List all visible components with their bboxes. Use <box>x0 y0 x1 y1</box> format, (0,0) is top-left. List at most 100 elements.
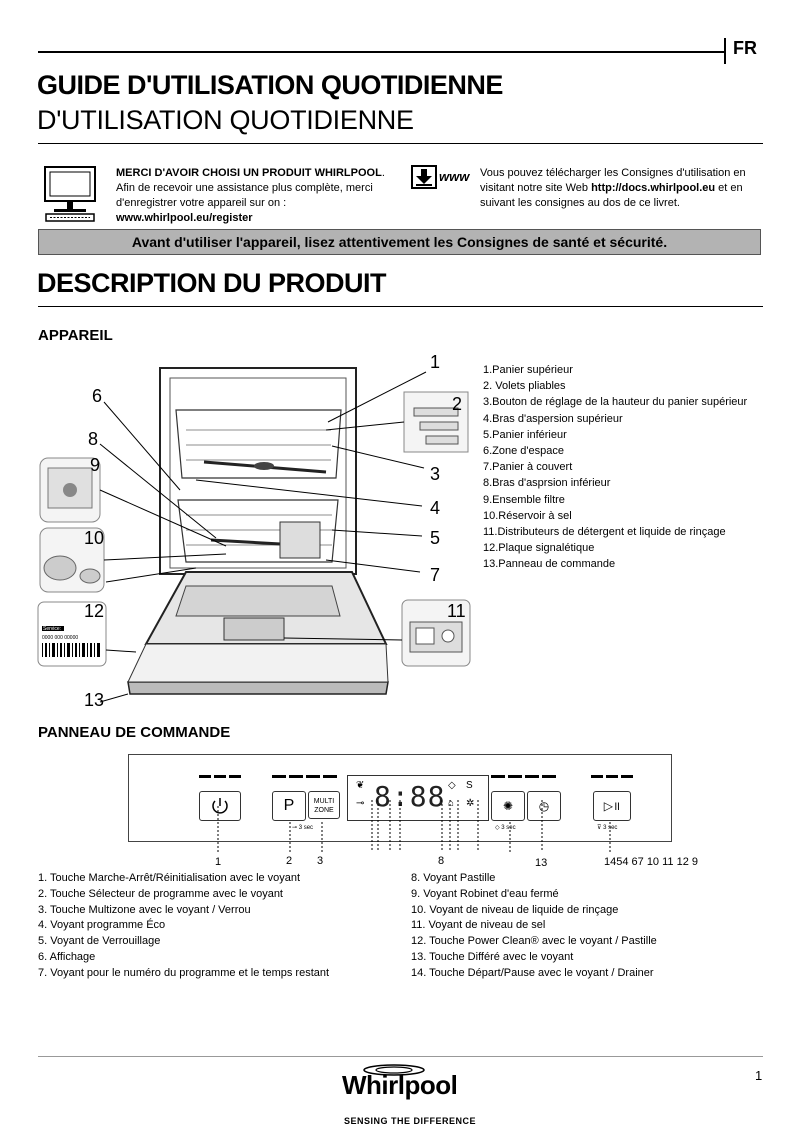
power-clean-icon: ✺ <box>502 799 514 813</box>
list-item: 2. Volets pliables <box>483 380 566 393</box>
indicator-bar <box>591 775 633 778</box>
brand-tagline: SENSING THE DIFFERENCE <box>344 1116 477 1126</box>
list-item: 6. Affichage <box>38 950 96 963</box>
panel-numbers-right: 1454 67 10 11 12 9 <box>604 856 698 868</box>
power-icon <box>212 798 228 814</box>
callout-3: 3 <box>430 464 441 484</box>
register-link[interactable]: www.whirlpool.eu/register <box>116 212 253 224</box>
list-item: 11. Voyant de niveau de sel <box>411 919 546 932</box>
callout-11: 11 <box>447 601 466 621</box>
dishwasher-illustration: Service: 0000 000 00000 <box>37 367 471 703</box>
list-item: 10. Voyant de niveau de liquide de rinça… <box>411 903 619 916</box>
list-item: 9. Voyant Robinet d'eau fermé <box>411 887 559 900</box>
list-item: 3. Touche Multizone avec le voyant / Ver… <box>38 903 251 916</box>
page-title: GUIDE D'UTILISATION QUOTIDIENNE <box>37 70 503 100</box>
program-p-icon: P <box>283 797 295 814</box>
program-button[interactable]: P <box>272 791 306 821</box>
docs-link[interactable]: http://docs.whirlpool.eu <box>591 182 716 194</box>
list-item: 5.Panier inférieur <box>483 428 567 441</box>
callout-8: 8 <box>88 429 99 449</box>
svg-text:0000 000 00000: 0000 000 00000 <box>42 635 78 641</box>
brand-logo: Whirlpool <box>342 1070 458 1100</box>
rinse-aid-icon: ✲ <box>466 798 475 809</box>
water-tap-icon: ⌂ <box>448 798 455 809</box>
whirlpool-swirl-logo <box>363 1064 425 1076</box>
list-item: 12.Plaque signalétique <box>483 542 595 555</box>
list-item: 9.Ensemble filtre <box>483 493 565 506</box>
key-icon: ⊸ <box>292 825 298 831</box>
list-item: 6.Zone d'espace <box>483 445 564 458</box>
footer-rule <box>38 1056 763 1057</box>
lock-icon: ⊸ <box>356 798 365 809</box>
list-item: 7.Panier à couvert <box>483 461 573 474</box>
list-item: 5. Voyant de Verrouillage <box>38 935 161 948</box>
panel-number-3: 3 <box>317 855 324 867</box>
list-item: 8. Voyant Pastille <box>411 872 496 884</box>
product-rule <box>38 306 763 307</box>
callout-13: 13 <box>84 690 105 710</box>
tablet-small-icon: ◇ <box>495 825 500 831</box>
list-item: 11.Distributeurs de détergent et liquide… <box>483 526 726 539</box>
parts-list: 1.Panier supérieur 2. Volets pliables 3.… <box>483 362 783 573</box>
title-rule <box>38 143 763 144</box>
list-item: 10.Réservoir à sel <box>483 509 572 522</box>
safety-banner-text: Avant d'utiliser l'appareil, lisez atten… <box>131 234 668 250</box>
multizone-button[interactable]: MULTI ZONE <box>308 791 340 819</box>
display-digits: 8:88 <box>374 780 446 813</box>
salt-icon: S <box>466 780 473 791</box>
top-rule <box>38 51 724 53</box>
lang-divider <box>724 38 726 64</box>
eco-icon: ❦ <box>356 780 365 791</box>
delay-button[interactable]: ◷ <box>527 791 561 821</box>
list-item: 4.Bras d'aspersion supérieur <box>483 412 623 425</box>
language-code: FR <box>733 38 757 58</box>
download-icon: www <box>410 164 472 190</box>
indicator-bar <box>272 775 340 778</box>
panel-number-8: 8 <box>438 855 445 867</box>
list-item: 2. Touche Sélecteur de programme avec le… <box>38 887 283 900</box>
list-item: 8.Bras d'asprsion inférieur <box>483 477 611 490</box>
computer-icon <box>44 166 96 222</box>
callout-5: 5 <box>430 528 441 548</box>
svg-text:Service:: Service: <box>43 626 61 632</box>
play-pause-icon: ▷॥ <box>603 799 621 813</box>
intro-line-2: d'enregistrer votre appareil sur on : <box>116 197 287 209</box>
drain-icon: ⊽ <box>597 825 602 831</box>
display: ❦ ⊸ 8:88 ◇ S ⌂ ✲ <box>347 775 489 821</box>
list-item: 1.Panier supérieur <box>483 364 573 376</box>
page-number: 1 <box>755 1068 763 1083</box>
list-item: 3.Bouton de réglage de la hauteur du pan… <box>483 396 748 409</box>
list-item: 12. Touche Power Clean® avec le voyant /… <box>411 935 657 948</box>
list-item: 13.Panneau de commande <box>483 558 616 571</box>
power-button[interactable] <box>199 791 241 821</box>
panel-leaders <box>217 800 611 852</box>
list-item: 13. Touche Différé avec le voyant <box>411 950 574 963</box>
callout-4: 4 <box>430 498 441 518</box>
callout-6: 6 <box>92 386 103 406</box>
intro-right: Vous pouvez télécharger les Consignes d'… <box>480 167 746 209</box>
list-item: 4. Voyant programme Éco <box>38 919 166 932</box>
start-pause-button[interactable]: ▷॥ <box>593 791 631 821</box>
list-item: 1. Touche Marche-Arrêt/Réinitialisation … <box>38 872 301 884</box>
tablet-icon: ◇ <box>448 780 456 791</box>
intro-left: MERCI D'AVOIR CHOISI UN PRODUIT WHIRLPOO… <box>116 166 406 226</box>
callout-1: 1 <box>430 352 441 372</box>
callout-2: 2 <box>452 394 463 414</box>
safety-banner: Avant d'utiliser l'appareil, lisez atten… <box>38 229 761 255</box>
panel-number-1: 1 <box>215 856 222 868</box>
callout-9: 9 <box>90 455 101 475</box>
list-item: 14. Touche Départ/Pause avec le voyant /… <box>411 966 654 979</box>
lock-hint: ⊸ 3 sec <box>292 825 314 831</box>
callout-12: 12 <box>84 601 105 621</box>
panel-number-13: 13 <box>535 857 548 869</box>
panel-list-left: 1. Touche Marche-Arrêt/Réinitialisation … <box>38 871 408 982</box>
callout-7: 7 <box>430 565 441 585</box>
control-panel: P MULTI ZONE ⊸ 3 sec ❦ ⊸ 8:88 ◇ S ⌂ ✲ ✺ … <box>128 754 672 842</box>
intro-thanks: MERCI D'AVOIR CHOISI UN PRODUIT WHIRLPOO… <box>116 167 382 179</box>
indicator-bar <box>199 775 241 778</box>
appliance-heading: APPAREIL <box>38 327 113 344</box>
indicator-bar <box>491 775 559 778</box>
panel-number-2: 2 <box>286 855 293 867</box>
power-clean-button[interactable]: ✺ <box>491 791 525 821</box>
control-panel-heading: PANNEAU DE COMMANDE <box>38 724 231 741</box>
